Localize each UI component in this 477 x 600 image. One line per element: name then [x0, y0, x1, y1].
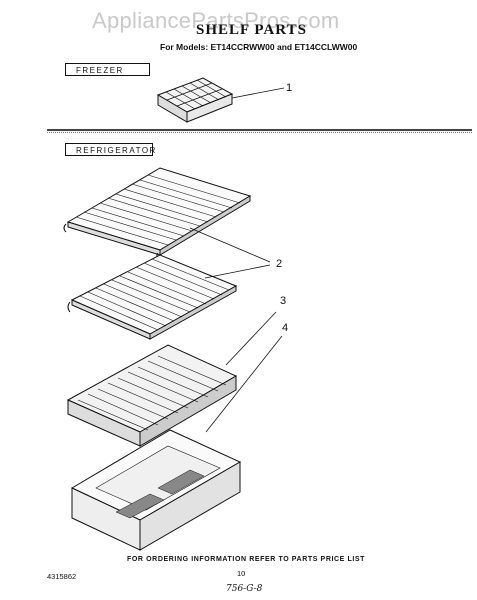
- watermark: AppliancePartsPros.com: [92, 8, 340, 33]
- crisper-drawer-part: [70, 335, 283, 551]
- section-divider-dotted: [47, 132, 472, 133]
- callout-3: 3: [280, 295, 287, 307]
- upper-wire-shelf-part: [63, 167, 252, 262]
- section-divider: [47, 129, 472, 131]
- callout-4: 4: [282, 322, 289, 334]
- document-part-number: 4315862: [47, 572, 77, 581]
- crisper-cover-part: [66, 311, 277, 447]
- callout-2: 2: [276, 258, 283, 270]
- refrigerator-section-label: REFRIGERATOR: [65, 143, 155, 156]
- handwritten-note: 756-G-8: [226, 584, 263, 594]
- model-subtitle: For Models: ET14CCRWW00 and ET14CCLWW00: [160, 42, 358, 52]
- ordering-note: FOR ORDERING INFORMATION REFER TO PARTS …: [127, 556, 366, 563]
- freezer-section-label: FREEZER: [65, 63, 150, 76]
- page-number: 10: [237, 569, 246, 578]
- page-title: SHELF PARTS: [196, 22, 307, 38]
- callout-1: 1: [286, 82, 293, 94]
- lower-wire-shelf-part: [67, 254, 238, 340]
- ice-tray-part: [156, 77, 285, 123]
